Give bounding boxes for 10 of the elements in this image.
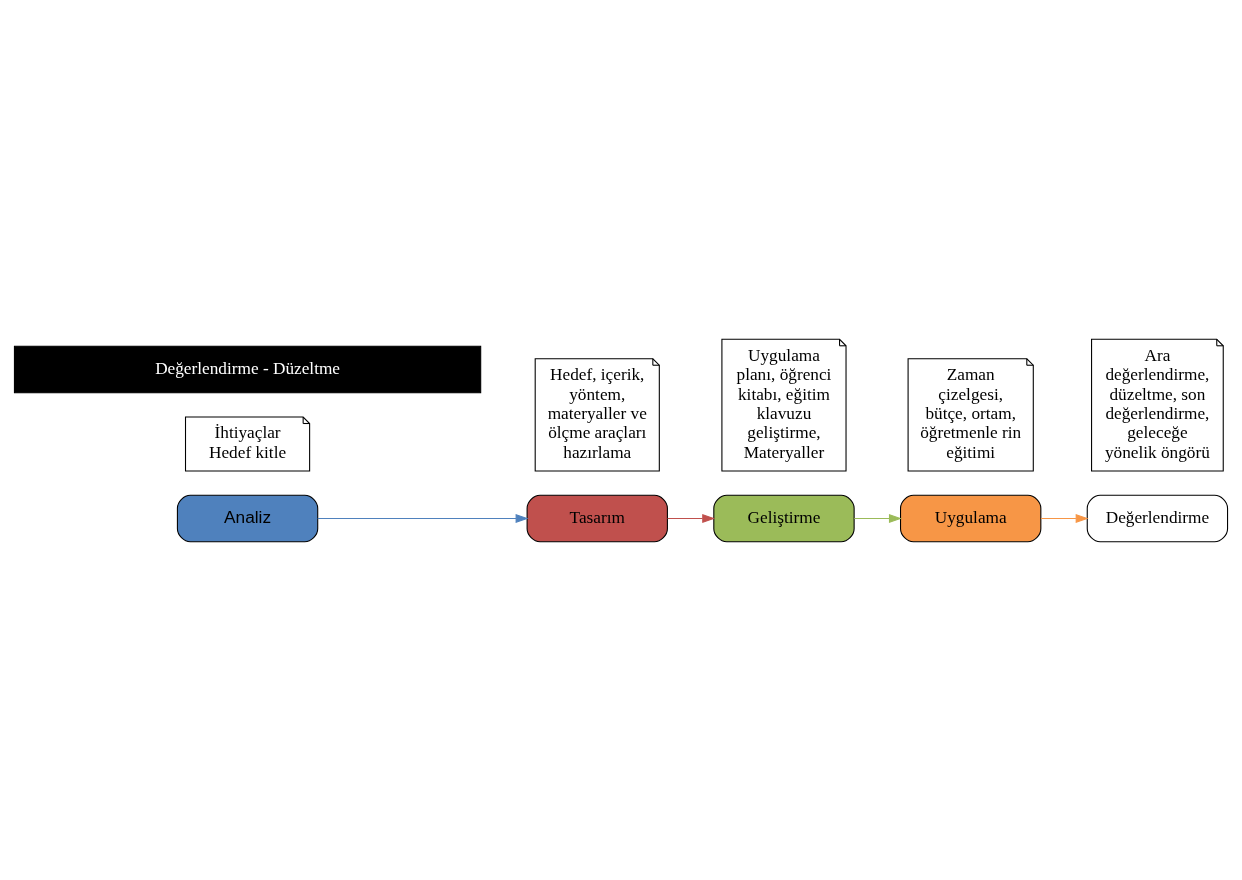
arrow [853,513,902,523]
node-box: Geliştirme [713,494,855,542]
arrow [1040,513,1089,523]
node-box: Uygulama [900,494,1042,542]
node-box: Tasarım [526,494,668,542]
node-box: Analiz [176,494,319,542]
arrow [317,513,529,523]
node-box: Değerlendirme - Düzeltme [13,345,482,393]
arrow [667,513,716,523]
node-box: Değerlendirme [1086,494,1229,542]
